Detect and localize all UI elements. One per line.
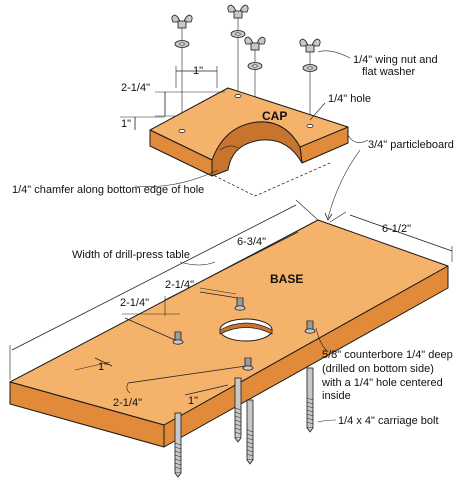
- base-dim-length: 6-3/4": [237, 236, 266, 248]
- carriage-bolt-label: 1/4 x 4" carriage bolt: [338, 415, 439, 427]
- base-dim-edge-left: 1": [98, 361, 108, 373]
- cap-dim-top: 1": [193, 65, 203, 77]
- chamfer-label: 1/4" chamfer along bottom edge of hole: [12, 184, 204, 196]
- base-dim-depth: 6-1/2": [382, 223, 411, 235]
- wing-nut-icon: [227, 4, 249, 19]
- base-dim-a: 2-1/4": [165, 279, 194, 291]
- base-title: BASE: [270, 272, 303, 286]
- counterbore-line-1: 5/8" counterbore 1/4" deep: [322, 349, 453, 361]
- cap-dim-width: 2-1/4": [121, 82, 150, 94]
- cap-dimensions: 1" 2-1/4" 1" 1/4" hole 1/4" chamfer alon…: [12, 65, 371, 196]
- wing-nut-icon: [299, 38, 321, 53]
- base-dim-c: 2-1/4": [113, 397, 142, 409]
- washer-label: flat washer: [362, 66, 416, 78]
- carriage-bolt-icon: [306, 367, 314, 433]
- carriage-bolt-icon: [234, 377, 242, 443]
- flat-washer-icon: [302, 64, 318, 72]
- cap-dim-edge: 1": [121, 118, 131, 130]
- wing-nut-label: 1/4" wing nut and: [353, 54, 438, 66]
- hardware-labels: 1/4" wing nut and flat washer 3/4" parti…: [317, 50, 454, 221]
- flat-washer-icon: [174, 40, 190, 48]
- particleboard-label: 3/4" particleboard: [368, 139, 454, 151]
- cap-title: CAP: [262, 109, 287, 123]
- cap-block: CAP: [149, 87, 349, 197]
- counterbore-line-4: inside: [322, 390, 351, 402]
- base-dim-edge-front: 1": [188, 395, 198, 407]
- carriage-bolt-icon: [174, 412, 182, 478]
- base-dimensions: Width of drill-press table 6-3/4" 6-1/2"…: [9, 199, 453, 427]
- cap-hole-label: 1/4" hole: [328, 93, 371, 105]
- wing-nut-icon: [171, 14, 193, 29]
- flat-washer-icon: [247, 62, 263, 70]
- table-width-label: Width of drill-press table: [72, 249, 190, 261]
- counterbore-line-3: with a 1/4" hole centered: [321, 377, 443, 389]
- base-dim-b: 2-1/4": [120, 297, 149, 309]
- wing-nut-icon: [244, 36, 266, 51]
- counterbore-line-2: (drilled on bottom side): [322, 363, 434, 375]
- carriage-bolt-icon: [246, 399, 254, 465]
- flat-washer-icon: [230, 30, 246, 38]
